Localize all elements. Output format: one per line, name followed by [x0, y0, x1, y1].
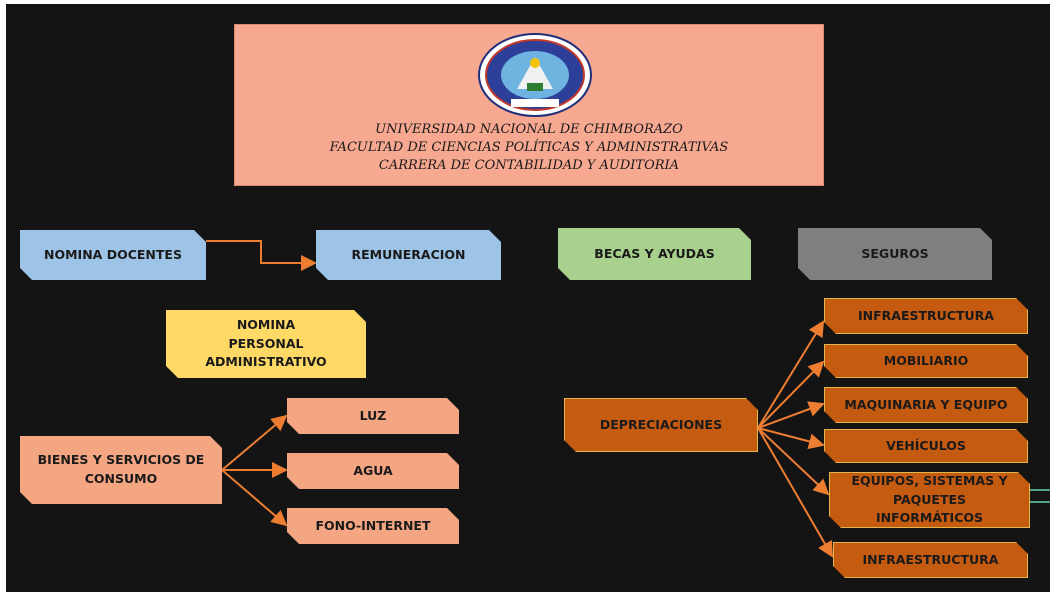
arrow-bienes-luz — [221, 414, 288, 471]
node-label: INFRAESTRUCTURA — [858, 307, 994, 323]
node-depreciaciones: DEPRECIACIONES — [564, 398, 758, 452]
arrow-dep-equipos — [757, 427, 830, 496]
node-label: EQUIPOS, SISTEMAS Y PAQUETES INFORMÁTICO… — [851, 472, 1008, 526]
node-label: MAQUINARIA Y EQUIPO — [844, 396, 1008, 412]
arrow-nomina-remuneracion — [206, 240, 317, 271]
arrow-dep-infra1 — [757, 320, 825, 429]
node-label: NOMINA PERSONAL ADMINISTRATIVO — [205, 316, 327, 370]
node-vehiculos: VEHÍCULOS — [824, 429, 1028, 463]
node-label: LUZ — [359, 407, 387, 423]
node-label: FONO-INTERNET — [315, 517, 431, 533]
university-header: UNIVERSIDAD NACIONAL DE CHIMBORAZO FACUL… — [234, 24, 824, 186]
node-label: BIENES Y SERVICIOS DE CONSUMO — [37, 452, 205, 486]
node-label: DEPRECIACIONES — [599, 416, 723, 432]
arrow-dep-mobiliario — [757, 360, 825, 429]
connector-lines — [206, 240, 1050, 558]
node-label: REMUNERACION — [351, 246, 466, 262]
node-label: AGUA — [353, 462, 393, 478]
node-becas-ayudas: BECAS Y AYUDAS — [558, 228, 751, 280]
node-mobiliario: MOBILIARIO — [824, 344, 1028, 378]
node-fono-internet: FONO-INTERNET — [287, 508, 459, 544]
node-infraestructura-2: INFRAESTRUCTURA — [833, 542, 1028, 578]
arrow-dep-infra2 — [757, 427, 834, 558]
arrow-bienes-fono — [221, 469, 288, 527]
node-nomina-docentes: NOMINA DOCENTES — [20, 230, 206, 280]
node-agua: AGUA — [287, 453, 459, 489]
node-bienes-servicios: BIENES Y SERVICIOS DE CONSUMO — [20, 436, 222, 504]
diagram-canvas: UNIVERSIDAD NACIONAL DE CHIMBORAZO FACUL… — [6, 4, 1050, 592]
header-line-1: UNIVERSIDAD NACIONAL DE CHIMBORAZO — [375, 122, 683, 137]
arrow-dep-vehiculos — [757, 427, 825, 450]
university-seal-icon — [478, 33, 592, 117]
node-remuneracion: REMUNERACION — [316, 230, 501, 280]
arrow-dep-maquinaria — [757, 401, 825, 429]
node-label: VEHÍCULOS — [886, 437, 966, 453]
node-nomina-personal: NOMINA PERSONAL ADMINISTRATIVO — [166, 310, 366, 378]
node-luz: LUZ — [287, 398, 459, 434]
node-infraestructura-1: INFRAESTRUCTURA — [824, 298, 1028, 334]
node-label: BECAS Y AYUDAS — [594, 245, 715, 261]
node-label: MOBILIARIO — [883, 352, 969, 368]
node-equipos-sistemas: EQUIPOS, SISTEMAS Y PAQUETES INFORMÁTICO… — [829, 472, 1030, 528]
node-seguros: SEGUROS — [798, 228, 992, 280]
node-label: NOMINA DOCENTES — [44, 246, 182, 262]
header-line-2: FACULTAD DE CIENCIAS POLÍTICAS Y ADMINIS… — [329, 140, 729, 155]
node-label: SEGUROS — [861, 245, 929, 261]
node-label: INFRAESTRUCTURA — [862, 551, 999, 567]
header-line-3: CARRERA DE CONTABILIDAD Y AUDITORIA — [378, 158, 680, 173]
node-maquinaria-equipo: MAQUINARIA Y EQUIPO — [824, 387, 1028, 423]
